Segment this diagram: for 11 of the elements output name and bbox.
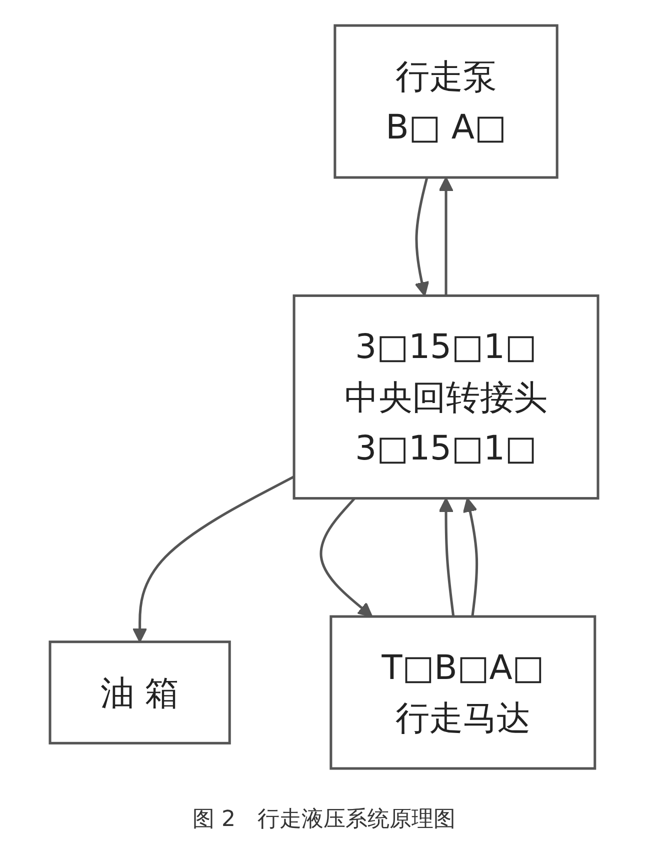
arrow (414, 177, 430, 296)
arrow (462, 498, 478, 617)
figure-caption: 图 2 行走液压系统原理图 (192, 806, 456, 834)
node-box: 行走泵 B□ A□ (334, 24, 558, 179)
arrow (132, 476, 295, 643)
node-box: T□B□A□ 行走马达 (330, 615, 596, 770)
node-box: 油 箱 (48, 640, 231, 744)
node-box: 3□15□1□ 中央回转接头 3□15□1□ (292, 294, 600, 500)
arrow (438, 176, 454, 296)
arrow (438, 498, 455, 617)
arrow (320, 497, 373, 618)
